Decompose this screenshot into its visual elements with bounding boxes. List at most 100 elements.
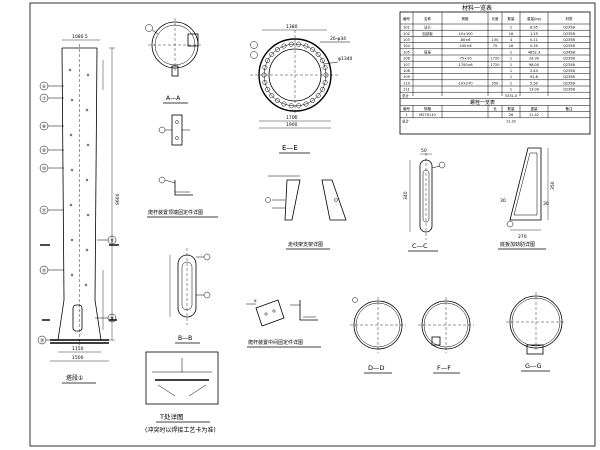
table-cell: Q235B — [563, 32, 575, 36]
callout-3: ⑧ — [42, 124, 46, 130]
table-cell: 105 — [403, 50, 410, 54]
detail-base-rib-title: 底板加劲肋详图 — [500, 241, 535, 248]
bolt-hole — [281, 43, 287, 49]
detail-cable-support: 走线架支架详图 — [265, 175, 347, 250]
view-ff: F—F — [418, 297, 474, 374]
callout-2: ⑦ — [42, 96, 46, 102]
table-cell: 104 — [403, 44, 410, 48]
detail-t-note: (冲突时以焊接工艺卡为准) — [145, 426, 216, 434]
table-cell: 75 — [493, 44, 497, 48]
bolt-hole — [315, 51, 321, 57]
table-cell: 1 — [510, 57, 512, 61]
bolt-hole — [262, 65, 268, 71]
view-gg-label: G—G — [525, 362, 542, 370]
table-cell: -100×6 — [458, 44, 471, 48]
table-cell: 102 — [403, 32, 410, 36]
rib-dim-1: 350 — [550, 181, 556, 190]
bolt-hole — [320, 86, 325, 92]
tower-elevation: 1080.5 9600 1150 — [37, 34, 121, 384]
bolt-hole — [265, 58, 270, 64]
view-ff-label: F—F — [437, 364, 451, 372]
table-cell: 规格 — [424, 106, 432, 111]
bolt-hole — [323, 72, 329, 78]
view-aa-label: A—A — [166, 95, 181, 102]
callout-8: ⑬ — [42, 267, 47, 274]
view-gg: G—G — [506, 292, 566, 372]
table-cell: 重量 — [531, 106, 539, 111]
view-ee-bottom-dim-2: 1900 — [286, 122, 298, 128]
bolt-hole — [269, 93, 275, 99]
table-cell: -10×100 — [457, 32, 472, 36]
table-cell: Q235B — [563, 69, 575, 73]
detail-base-rib: 350 270 30 30 底板加劲肋详图 — [498, 147, 556, 250]
table-cell: 98.00 — [529, 63, 539, 67]
view-dd-label: D—D — [368, 364, 385, 372]
table-cell: 编号 — [403, 106, 411, 111]
table-cell: -1700×6 — [457, 63, 472, 67]
table-cell: Q235B — [563, 38, 575, 42]
bolt-hole — [269, 51, 275, 57]
table-cell: 26 — [509, 113, 513, 117]
bolt-hole — [315, 93, 321, 99]
table-cell: Q345B — [563, 50, 575, 54]
table-cell: 5.50 — [530, 81, 538, 85]
table-cell: 103 — [403, 38, 410, 42]
callout-5: ⑩ — [42, 166, 46, 172]
table-cell: 名称 — [424, 16, 432, 21]
table-cell: 1720 — [491, 57, 500, 61]
rib-dim-3: 30 — [500, 198, 506, 204]
view-cc: 340 50 C—C — [403, 148, 446, 252]
view-cc-dim-2: 50 — [421, 148, 427, 154]
callout-7: ⑫ — [110, 237, 115, 244]
tower-base-dim-1: 1150 — [72, 346, 84, 352]
table-cell: 1.25 — [530, 32, 538, 36]
callout-4: ⑨ — [42, 148, 46, 154]
table-cell: 24.30 — [529, 57, 539, 61]
table-cell: 1 — [510, 69, 512, 73]
bolt-hole — [274, 47, 280, 52]
tower-top-dim: 1080.5 — [72, 34, 88, 40]
table-cell: -10×270 — [457, 81, 472, 85]
detail-platform-end-title: 爬杆装置顶端固定件详图 — [148, 209, 203, 216]
view-cc-label: C—C — [412, 242, 428, 250]
bolt-hole — [265, 86, 270, 92]
detail-platform-mid-title: 爬杆装置中间固定件详图 — [248, 339, 303, 346]
table-cell: 111 — [403, 88, 410, 92]
table-cell: 法兰 — [424, 25, 432, 30]
tower-base-dim-2: 1500 — [72, 355, 84, 361]
table-cell: 110 — [403, 81, 410, 85]
table-cell: 1 — [510, 75, 512, 79]
view-bb-label: B—B — [178, 335, 192, 342]
table-cell: 108 — [403, 69, 410, 73]
view-bb: B—B — [169, 248, 211, 344]
callout-9: ⑭ — [110, 315, 115, 322]
bolt-hole — [303, 101, 309, 107]
table-cell: 1 — [510, 63, 512, 67]
table-cell: 总计 — [402, 118, 410, 123]
table-cell: 规格 — [462, 16, 470, 21]
rib-dim-4: 30 — [543, 201, 549, 207]
table-cell: 13.00 — [529, 88, 539, 92]
table-cell: Q235B — [563, 63, 575, 67]
bolt-hole — [288, 41, 294, 47]
table-cell: 塔身 — [424, 49, 432, 54]
table-cell: Q235B — [563, 44, 575, 48]
table-cell: 1 — [510, 88, 512, 92]
svg-text:α: α — [254, 298, 257, 303]
table-cell: 0.11 — [530, 38, 538, 42]
table-cell: 0.35 — [530, 44, 538, 48]
table-cell: 8.95 — [530, 26, 538, 30]
table-cell: 2.44 — [530, 69, 539, 73]
table-cell: 长 — [493, 106, 497, 111]
bolt-hole — [310, 98, 316, 103]
table-cell: 106 — [403, 57, 410, 61]
table-cell: 长度 — [492, 16, 500, 21]
bolt-hole — [322, 65, 328, 71]
view-aa: A—A — [145, 18, 202, 104]
table-cell: 1 — [510, 26, 512, 30]
table-cell: 11.42 — [529, 113, 539, 117]
table-cell: 加劲板 — [422, 31, 433, 36]
table-cell: 重量(kg) — [527, 16, 542, 21]
